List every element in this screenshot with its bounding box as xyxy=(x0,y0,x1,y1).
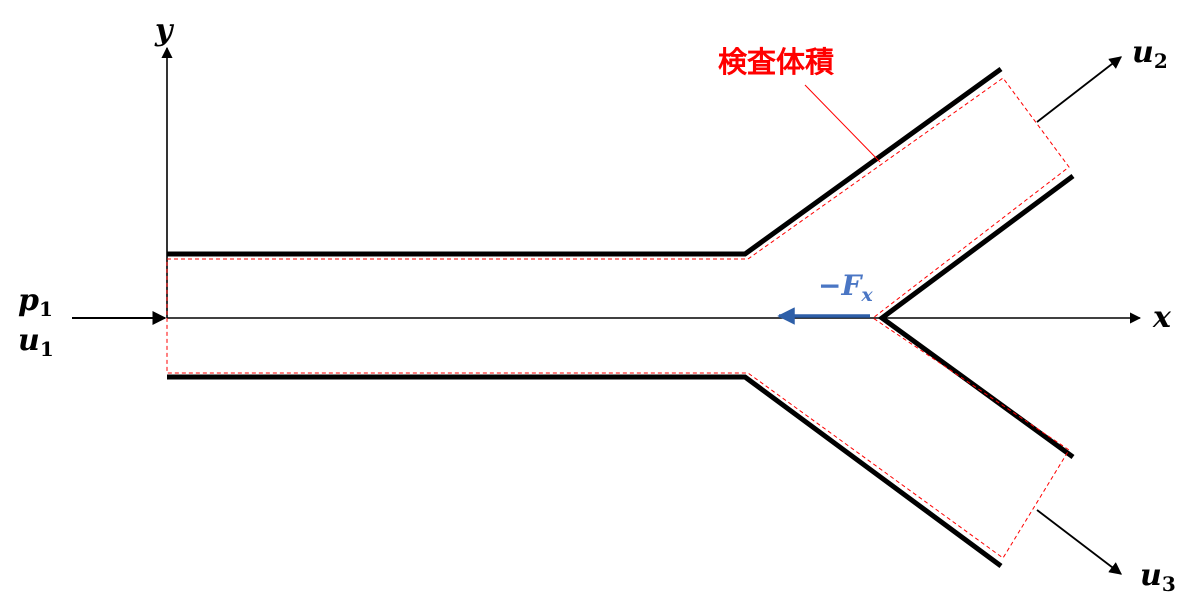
control-volume-boundary xyxy=(166,77,1070,559)
force-label: −Fx xyxy=(818,269,873,306)
pipe-walls xyxy=(167,66,1075,569)
inlet-pressure-label: p1 xyxy=(18,283,53,321)
control-volume-leader-line xyxy=(804,84,881,163)
outlet-u3-label: u3 xyxy=(1140,558,1176,596)
outlet-u3-arrow xyxy=(1036,509,1123,575)
y-axis-label: y xyxy=(154,13,175,48)
lower-wall xyxy=(167,374,1003,569)
outlet-u2-label: u2 xyxy=(1132,35,1168,73)
control-volume-label: 検査体積 xyxy=(718,45,834,79)
inlet-velocity-label: u1 xyxy=(18,323,54,361)
outlet-u2-arrow xyxy=(1036,56,1122,123)
center-wall xyxy=(877,173,1075,460)
x-axis-label: x xyxy=(1152,300,1172,335)
upper-wall xyxy=(167,66,1003,257)
